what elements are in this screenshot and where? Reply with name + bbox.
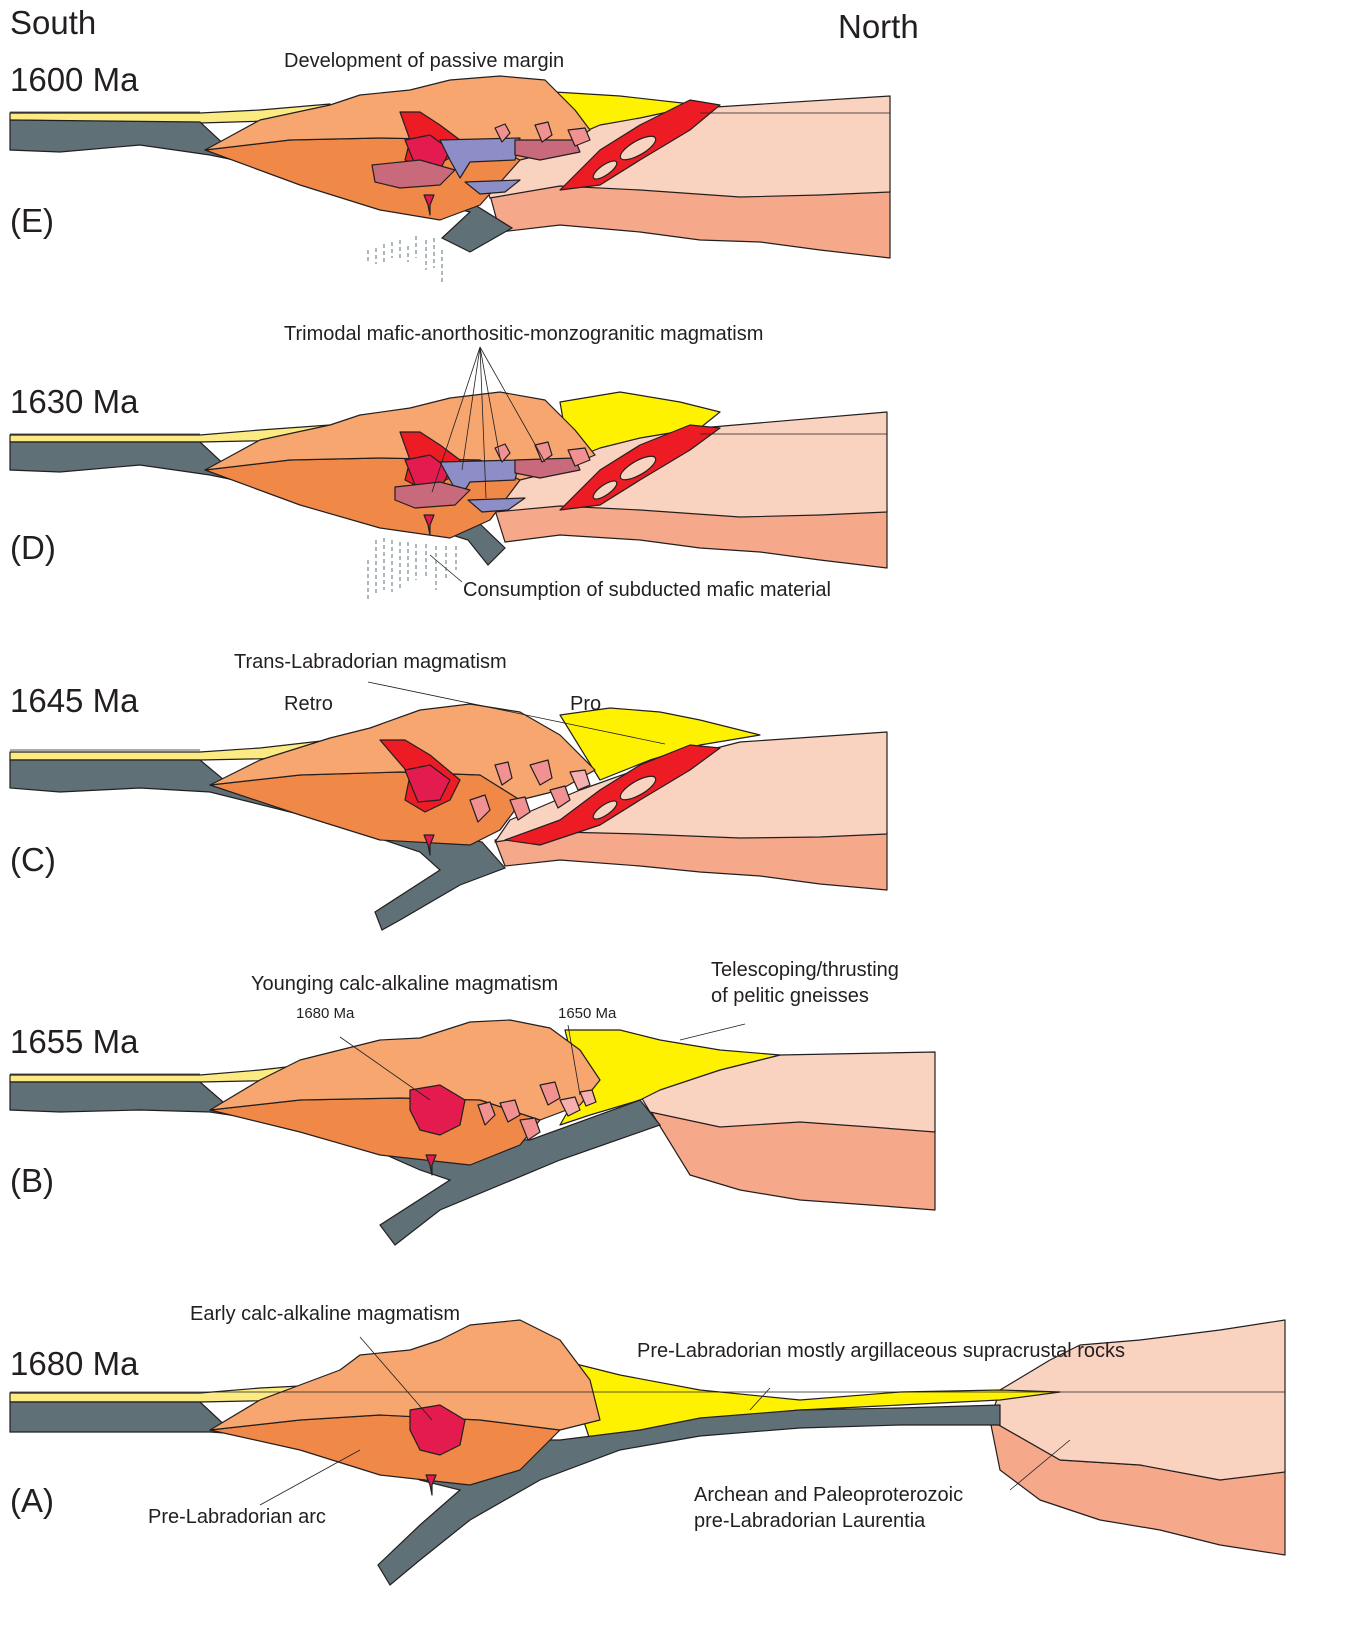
panel-e: 1600 Ma (E) Development of passive margi… <box>10 50 890 284</box>
panel-caption: Younging calc-alkaline magmatism <box>251 973 558 995</box>
arc-leader <box>260 1450 360 1505</box>
panel-age: 1645 Ma <box>10 682 139 719</box>
telescoping-label-line2: of pelitic gneisses <box>711 985 869 1007</box>
panel-letter: (D) <box>10 529 56 566</box>
panel-a: 1680 Ma (A) Early calc-alkaline magmatis… <box>10 1303 1285 1585</box>
pro-label: Pro <box>570 693 601 715</box>
laurentia-label-line1: Archean and Paleoproterozoic <box>694 1484 963 1506</box>
consumption-hatching <box>368 236 442 284</box>
panel-letter: (E) <box>10 202 54 239</box>
pluton-age-left: 1680 Ma <box>296 1005 355 1022</box>
panel-d: 1630 Ma (D) Trimodal mafic-anorthositic-… <box>10 323 887 601</box>
panel-age: 1600 Ma <box>10 61 139 98</box>
consumption-hatching <box>368 538 456 600</box>
north-label: North <box>838 8 919 45</box>
feeder-dyke <box>426 1475 436 1495</box>
panel-b: 1655 Ma (B) Younging calc-alkaline magma… <box>10 959 935 1245</box>
pluton-age-right: 1650 Ma <box>558 1005 617 1022</box>
retro-label: Retro <box>284 693 333 715</box>
supracrustal-label: Pre-Labradorian mostly argillaceous supr… <box>637 1340 1125 1362</box>
panel-caption: Early calc-alkaline magmatism <box>190 1303 460 1325</box>
panel-age: 1655 Ma <box>10 1023 139 1060</box>
panel-letter: (A) <box>10 1482 54 1519</box>
telescoping-label-line1: Telescoping/thrusting <box>711 959 899 981</box>
consumption-label: Consumption of subducted mafic material <box>463 579 831 601</box>
panel-letter: (B) <box>10 1162 54 1199</box>
panel-caption: Development of passive margin <box>284 50 564 72</box>
arc-label: Pre-Labradorian arc <box>148 1506 326 1528</box>
arc-upper-crust <box>210 1320 600 1430</box>
panel-caption: Trimodal mafic-anorthositic-monzograniti… <box>284 323 763 345</box>
panel-age: 1630 Ma <box>10 383 139 420</box>
laurentia-lower-crust <box>490 185 890 258</box>
telescoping-leader <box>680 1024 745 1040</box>
panel-caption: Trans-Labradorian magmatism <box>234 651 507 673</box>
panel-c: 1645 Ma (C) Trans-Labradorian magmatism … <box>10 651 887 930</box>
panel-age: 1680 Ma <box>10 1345 139 1382</box>
laurentia-label-line2: pre-Labradorian Laurentia <box>694 1510 926 1532</box>
panel-letter: (C) <box>10 841 56 878</box>
south-label: South <box>10 4 96 41</box>
